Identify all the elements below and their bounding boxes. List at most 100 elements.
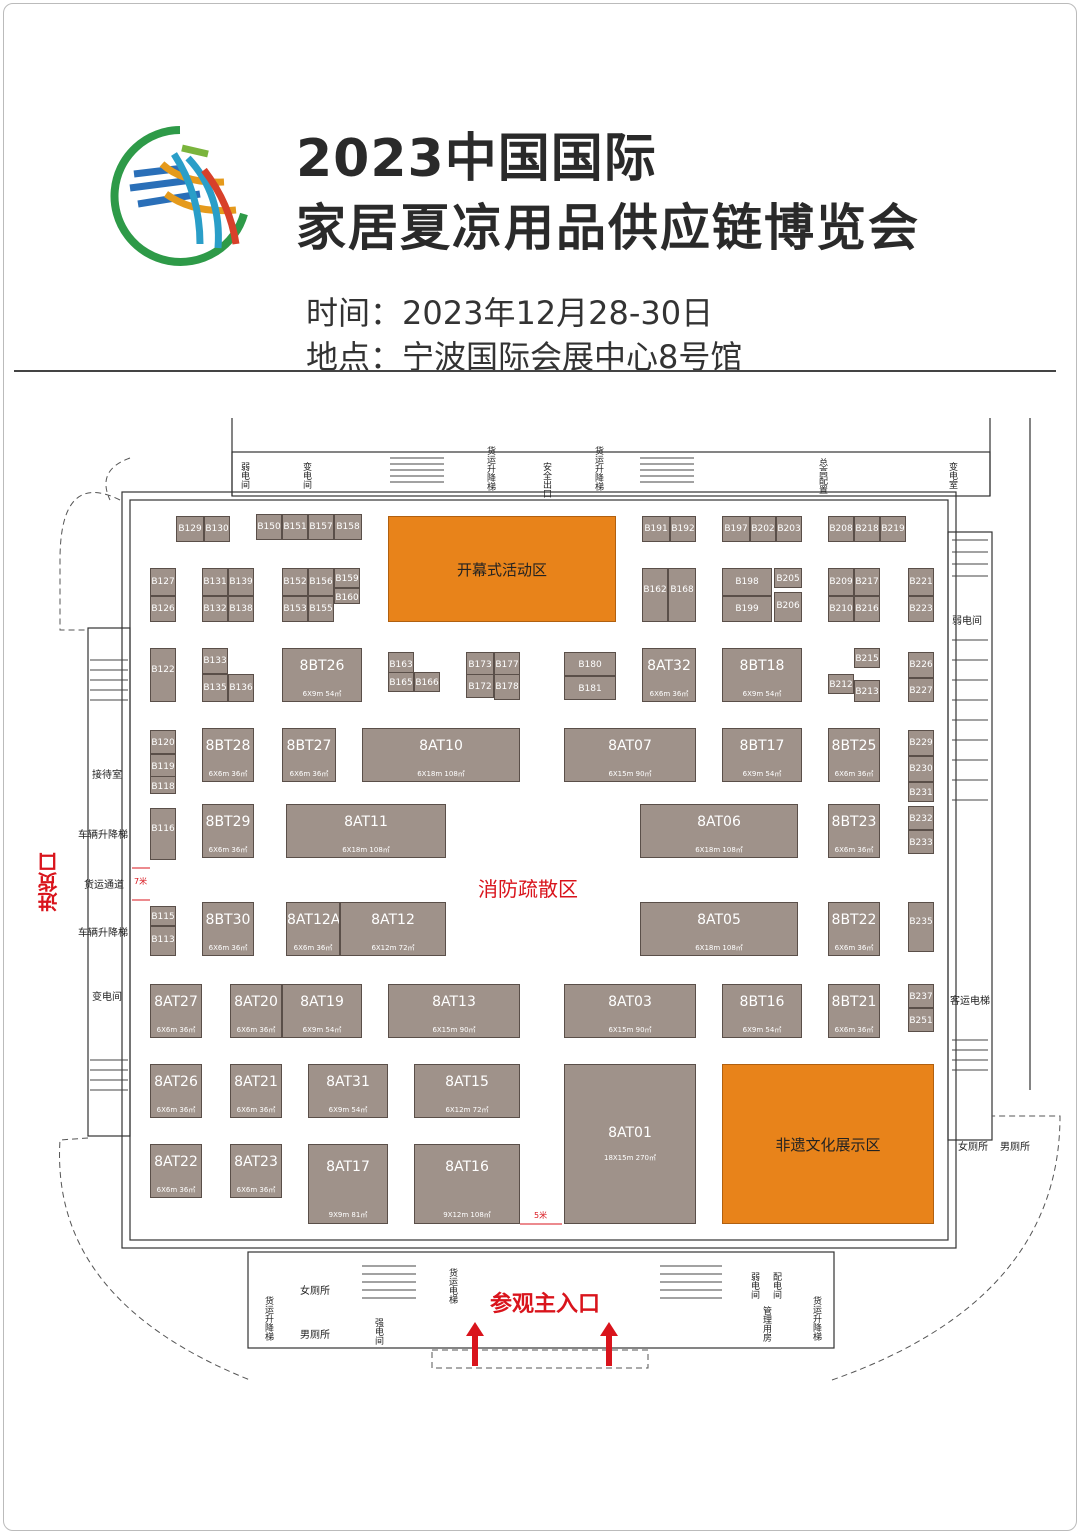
booth-size: 6X6m 36㎡ <box>834 845 874 854</box>
booth-size: 6X6m 36㎡ <box>208 943 248 952</box>
room-label: 车辆升降梯 <box>78 830 128 841</box>
booth-size: 6X6m 36㎡ <box>156 1185 196 1194</box>
booth-b132: B132 <box>202 596 228 622</box>
booth-id: B118 <box>151 781 175 792</box>
booth-id: B159 <box>335 574 359 585</box>
booth-b251: B251 <box>908 1008 934 1032</box>
booth-b233: B233 <box>908 830 934 854</box>
booth-id: B178 <box>495 682 519 693</box>
booth-b203: B203 <box>776 516 802 542</box>
page-frame <box>3 3 1077 1531</box>
booth-id: B226 <box>909 660 933 671</box>
booth-id: B205 <box>776 574 800 585</box>
booth-8at15: 8AT15 6X12m 72㎡ <box>414 1064 520 1118</box>
expo-title-line1: 2023中国国际 <box>296 129 657 189</box>
booth-8bt30: 8BT30 6X6m 36㎡ <box>202 902 254 956</box>
booth-b118: B118 <box>150 776 176 794</box>
booth-size: 6X12m 72㎡ <box>371 943 415 952</box>
booth-b232: B232 <box>908 806 934 830</box>
booth-size: 6X12m 72㎡ <box>445 1105 489 1114</box>
header-divider <box>14 370 1056 372</box>
booth-id: B138 <box>229 604 253 615</box>
booth-id: 8BT23 <box>831 814 877 831</box>
room-label: 货运升降梯 <box>593 446 603 491</box>
booth-b127: B127 <box>150 568 176 596</box>
booth-b115: B115 <box>150 906 176 926</box>
booth-id: 8BT21 <box>831 994 877 1011</box>
booth-size: 6X6m 36㎡ <box>834 943 874 952</box>
booth-id: B158 <box>336 522 360 533</box>
room-label: 男厕所 <box>1000 1142 1030 1153</box>
booth-b210: B210 <box>828 596 854 622</box>
booth-b180: B180 <box>564 652 616 676</box>
booth-b231: B231 <box>908 782 934 802</box>
room-label: 强电间 <box>373 1318 383 1345</box>
room-label: 变电室 <box>947 462 957 489</box>
booth-id: 8BT26 <box>299 658 345 675</box>
booth-id: B213 <box>855 687 879 697</box>
booth-size: 6X9m 54㎡ <box>328 1105 368 1114</box>
booth-size: 6X9m 54㎡ <box>302 1025 342 1034</box>
booth-size: 6X6m 36㎡ <box>834 769 874 778</box>
booth-id: 8BT30 <box>205 912 251 929</box>
booth-id: B206 <box>776 601 800 612</box>
booth-id: B192 <box>671 524 695 535</box>
booth-id: 8AT15 <box>445 1074 489 1091</box>
booth-size: 9X9m 81㎡ <box>328 1210 368 1219</box>
booth-size: 6X6m 36㎡ <box>208 769 248 778</box>
booth-b122: B122 <box>150 648 176 702</box>
booth-b138: B138 <box>228 596 254 622</box>
booth-b181: B181 <box>564 676 616 700</box>
booth-b223: B223 <box>908 596 934 622</box>
booth-id: B172 <box>468 681 492 692</box>
zone-heritage: 非遗文化展示区 <box>722 1064 934 1224</box>
booth-id: 8AT11 <box>344 814 388 831</box>
room-label: 货运电梯 <box>447 1268 457 1304</box>
booth-id: B180 <box>578 659 602 670</box>
booth-id: B173 <box>468 660 492 671</box>
booth-id: 8BT28 <box>205 738 251 755</box>
booth-id: B223 <box>909 604 933 615</box>
room-label: 安全出口 <box>541 462 551 498</box>
booth-b213: B213 <box>854 680 880 702</box>
booth-size: 6X15m 90㎡ <box>608 769 652 778</box>
booth-size: 6X6m 36㎡ <box>236 1185 276 1194</box>
booth-id: 8AT12 <box>371 912 415 929</box>
booth-id: B168 <box>670 584 694 595</box>
room-label: 客运电梯 <box>950 996 990 1007</box>
booth-id: B218 <box>855 524 879 535</box>
booth-id: 8AT12A <box>287 912 340 929</box>
booth-size: 6X9m 54㎡ <box>742 1025 782 1034</box>
booth-size: 6X6m 36㎡ <box>156 1025 196 1034</box>
booth-id: B157 <box>309 522 333 533</box>
booth-id: B208 <box>829 524 853 535</box>
booth-id: B153 <box>283 604 307 615</box>
booth-size: 9X12m 108㎡ <box>443 1210 491 1219</box>
booth-id: B203 <box>777 524 801 535</box>
booth-id: B232 <box>909 813 933 824</box>
booth-id: B113 <box>151 935 175 946</box>
booth-b166: B166 <box>414 672 440 692</box>
booth-id: 8AT07 <box>608 738 652 755</box>
main-entrance-label: 参观主入口 <box>490 1292 601 1317</box>
booth-id: B127 <box>151 576 175 587</box>
booth-b158: B158 <box>334 514 362 540</box>
booth-id: 8BT17 <box>739 738 785 755</box>
booth-id: B155 <box>309 604 333 615</box>
booth-b199: B199 <box>722 596 772 622</box>
booth-id: B251 <box>909 1015 933 1026</box>
booth-b165: B165 <box>388 672 414 692</box>
expo-title-line2: 家居夏凉用品供应链博览会 <box>296 199 920 257</box>
booth-id: B162 <box>643 584 667 595</box>
room-label: 货运升降梯 <box>811 1296 821 1341</box>
room-label: 车辆升降梯 <box>78 928 128 939</box>
booth-id: 8AT06 <box>697 814 741 831</box>
